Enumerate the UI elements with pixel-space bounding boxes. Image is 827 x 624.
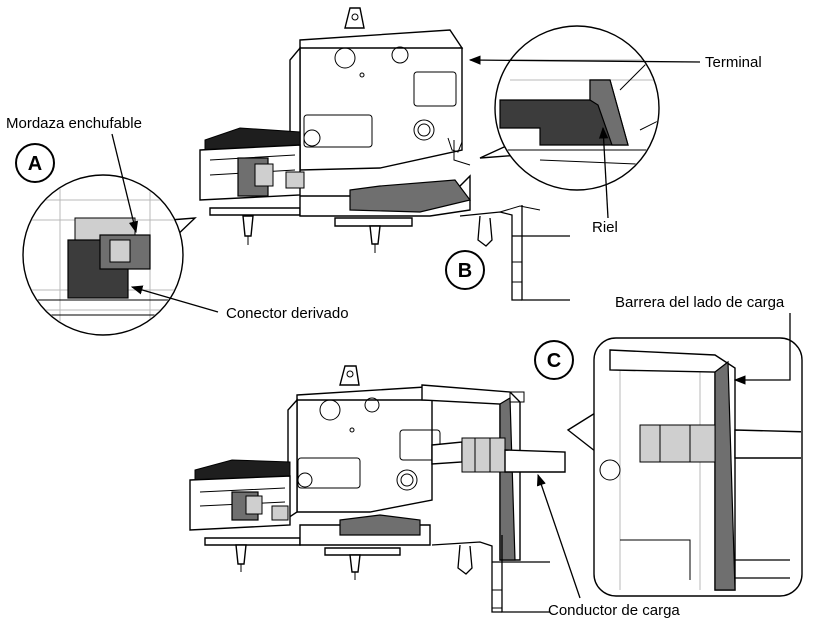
label-terminal: Terminal — [468, 54, 762, 71]
label-riel: Riel — [592, 126, 618, 236]
detail-b-circle — [479, 25, 660, 191]
svg-text:Riel: Riel — [592, 219, 618, 236]
svg-text:A: A — [28, 153, 42, 175]
svg-text:Conector derivado: Conector derivado — [226, 305, 349, 322]
svg-text:Barrera del lado de carga: Barrera del lado de carga — [615, 294, 785, 311]
svg-text:Mordaza enchufable: Mordaza enchufable — [6, 115, 142, 132]
svg-text:B: B — [458, 260, 472, 282]
detail-a-circle — [22, 174, 197, 336]
callout-a: A — [15, 143, 55, 183]
callout-b: B — [445, 250, 485, 290]
svg-text:C: C — [547, 350, 561, 372]
label-conductor: Conductor de carga — [536, 473, 680, 619]
svg-text:Terminal: Terminal — [705, 54, 762, 71]
svg-text:Conductor de carga: Conductor de carga — [548, 602, 680, 619]
detail-c-box — [566, 337, 803, 597]
bottom-breaker-assembly — [189, 365, 566, 613]
top-breaker-assembly — [199, 7, 570, 301]
callout-c: C — [534, 340, 574, 380]
label-mordaza: Mordaza enchufable — [6, 115, 142, 234]
label-barrera: Barrera del lado de carga — [615, 294, 791, 385]
label-conector: Conector derivado — [130, 285, 349, 322]
